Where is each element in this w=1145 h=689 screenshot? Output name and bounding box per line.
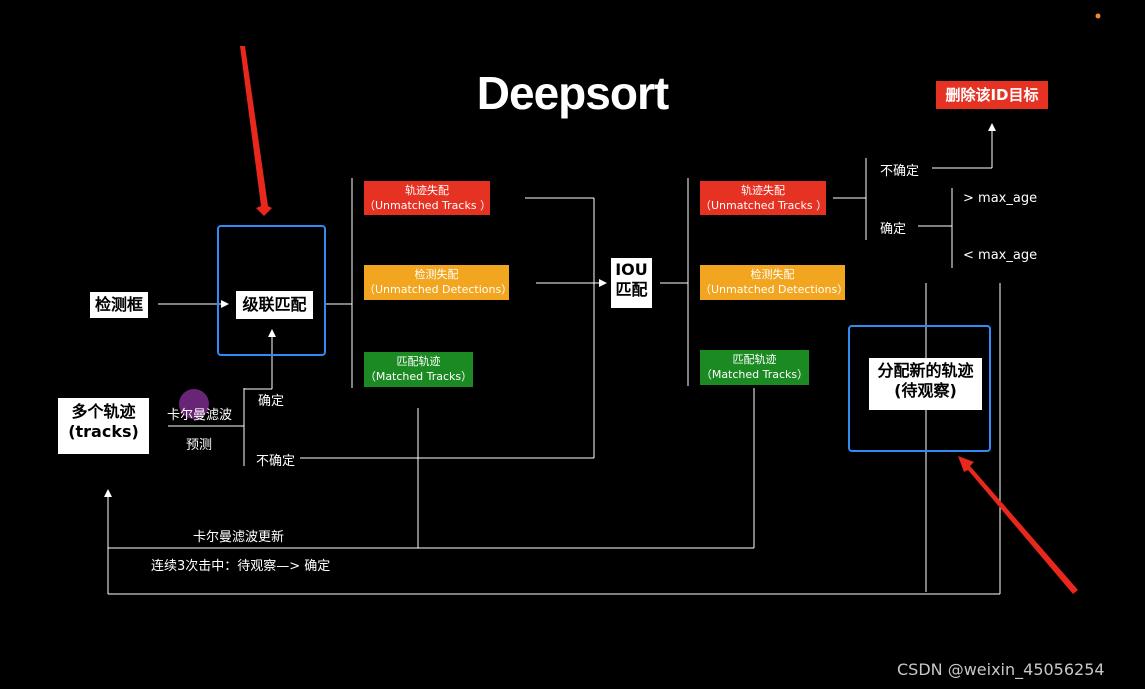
three-hits-label: 连续3次击中：待观察—> 确定 bbox=[151, 559, 331, 574]
new-track-label: 分配新的轨迹 bbox=[877, 361, 974, 380]
watermark: CSDN @weixin_45056254 bbox=[897, 660, 1105, 679]
lt-max-age-label: < max_age bbox=[963, 248, 1038, 263]
detection-box-label: 检测框 bbox=[90, 292, 148, 318]
new-track-sub-label: (待观察) bbox=[894, 381, 957, 400]
unmatched-tracks-tag: 轨迹失配 （Unmatched Tracks ） bbox=[364, 181, 492, 215]
right-unmatched-tracks-subtitle: （Unmatched Tracks ） bbox=[700, 199, 828, 212]
predict-label: 预测 bbox=[186, 438, 213, 453]
iou-match-box: IOU 匹配 bbox=[611, 258, 652, 308]
unmatched-tracks-subtitle: （Unmatched Tracks ） bbox=[364, 199, 492, 212]
cascade-match-label: 级联匹配 bbox=[236, 291, 313, 319]
right-matched-tracks-subtitle: （Matched Tracks） bbox=[700, 368, 809, 381]
orange-dot bbox=[1095, 13, 1101, 19]
iou-label: IOU bbox=[615, 260, 648, 279]
red-arrow-top bbox=[240, 46, 272, 216]
cascade-match-frame bbox=[217, 225, 326, 356]
matched-tracks-tag: 匹配轨迹 （Matched Tracks） bbox=[364, 352, 473, 387]
unmatched-tracks-title: 轨迹失配 bbox=[405, 184, 449, 197]
kalman-update-label: 卡尔曼滤波更新 bbox=[193, 530, 285, 545]
matched-tracks-subtitle: （Matched Tracks） bbox=[364, 370, 473, 383]
page-title: Deepsort bbox=[476, 67, 669, 119]
right-matched-tracks-title: 匹配轨迹 bbox=[732, 353, 777, 366]
matched-tracks-title: 匹配轨迹 bbox=[396, 355, 441, 368]
iou-match-label: 匹配 bbox=[615, 280, 648, 299]
right-matched-tracks-tag: 匹配轨迹 （Matched Tracks） bbox=[700, 350, 809, 385]
right-confirmed-label: 确定 bbox=[880, 222, 907, 237]
tracks-label-1: 多个轨迹 bbox=[71, 402, 136, 421]
cursor-highlight bbox=[179, 389, 209, 419]
unconfirmed-label: 不确定 bbox=[256, 454, 296, 469]
kalman-filter-label: 卡尔曼滤波 bbox=[167, 408, 233, 423]
right-unmatched-detections-tag: 检测失配 （Unmatched Detections） bbox=[700, 265, 849, 300]
right-unmatched-tracks-title: 轨迹失配 bbox=[741, 184, 785, 197]
tracks-label-2: (tracks) bbox=[68, 422, 139, 441]
right-unconfirmed-label: 不确定 bbox=[880, 164, 920, 179]
confirmed-label: 确定 bbox=[258, 394, 285, 409]
unmatched-detections-title: 检测失配 bbox=[414, 268, 459, 281]
unmatched-detections-tag: 检测失配 （Unmatched Detections） bbox=[364, 265, 513, 300]
red-arrow-bottom bbox=[958, 456, 1078, 594]
new-track-frame bbox=[848, 325, 991, 452]
gt-max-age-label: > max_age bbox=[963, 191, 1038, 206]
unmatched-detections-subtitle: （Unmatched Detections） bbox=[364, 283, 513, 296]
right-unmatched-detections-title: 检测失配 bbox=[750, 268, 795, 281]
right-unmatched-tracks-tag: 轨迹失配 （Unmatched Tracks ） bbox=[700, 181, 828, 215]
tracks-box: 多个轨迹 (tracks) bbox=[58, 398, 149, 454]
new-track-box: 分配新的轨迹 (待观察) bbox=[869, 358, 982, 410]
delete-id-box: 删除该ID目标 bbox=[936, 81, 1048, 109]
right-unmatched-detections-subtitle: （Unmatched Detections） bbox=[700, 283, 849, 296]
